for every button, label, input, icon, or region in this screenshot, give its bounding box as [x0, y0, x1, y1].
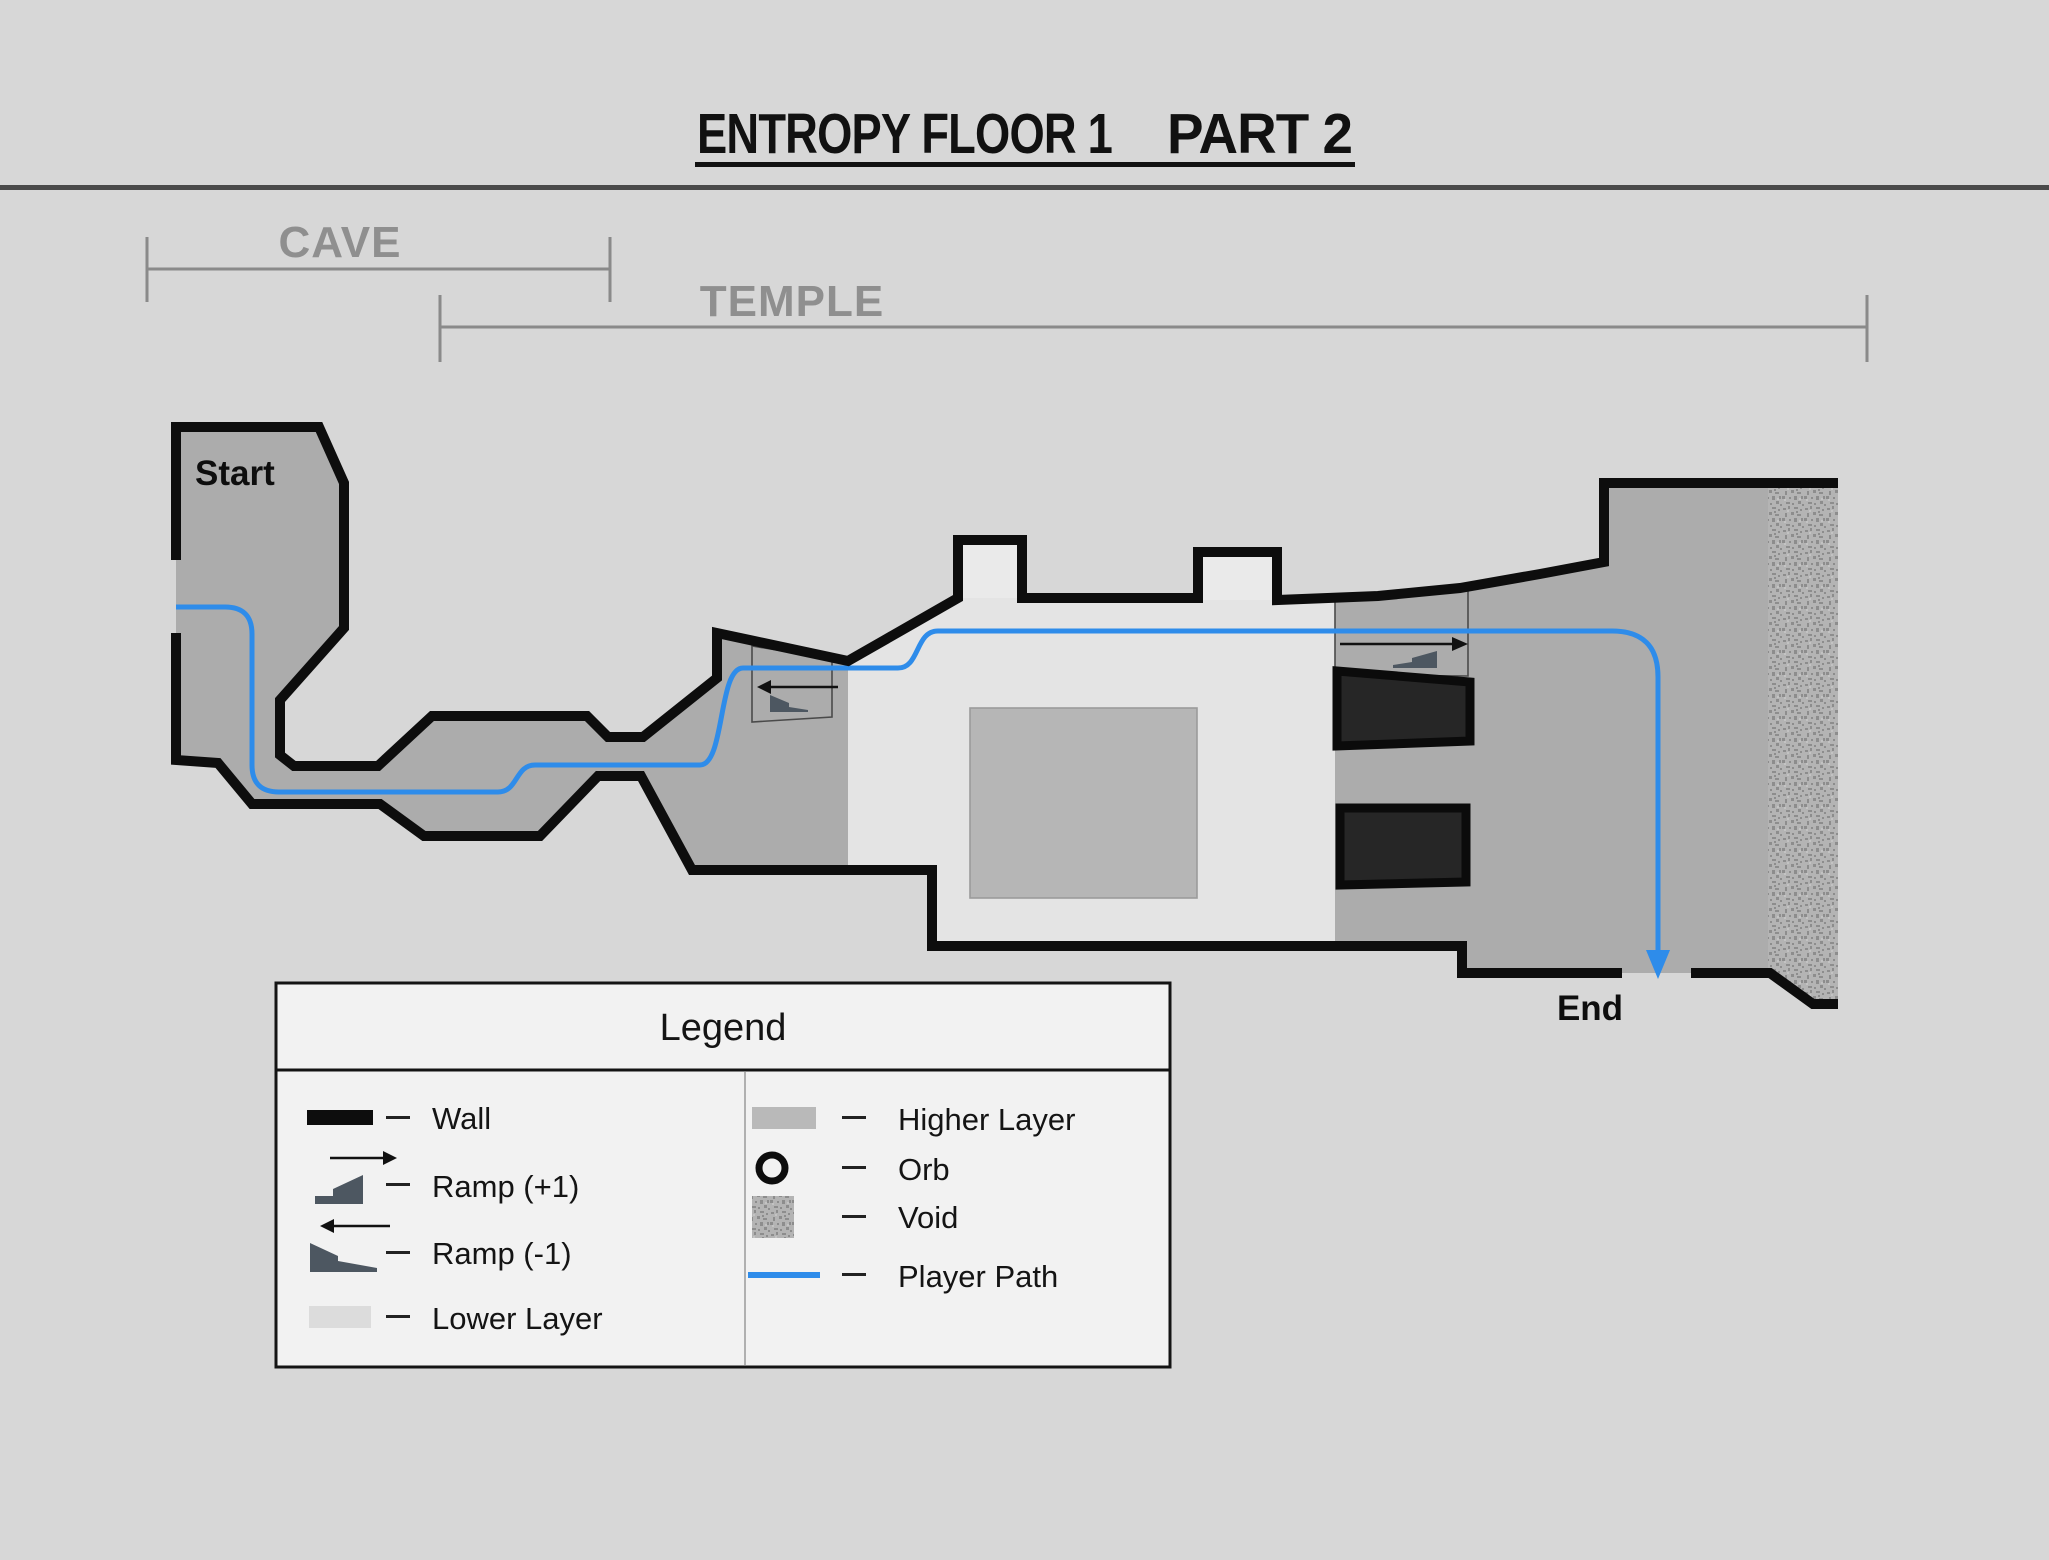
- dark-room-upper: [1332, 666, 1475, 751]
- higher-layer-platform: [969, 707, 1198, 899]
- ramp-up-glyph-icon: [1393, 651, 1437, 668]
- temple-niche-2: [1198, 557, 1277, 600]
- ramp-down-arrow-icon: [757, 680, 838, 694]
- wall-upper-run: [171, 422, 1838, 771]
- svg-text:Ramp (+1): Ramp (+1): [432, 1169, 579, 1204]
- svg-text:Ramp (-1): Ramp (-1): [432, 1236, 572, 1271]
- legend-dash: [842, 1215, 866, 1218]
- legend-dash: [842, 1273, 866, 1276]
- void-swatch-icon: [752, 1196, 794, 1238]
- wall-lower-right-run: [1691, 968, 1838, 1009]
- player-path-swatch-icon: [748, 1272, 820, 1278]
- legend-title: Legend: [660, 1007, 787, 1049]
- legend-dash: [386, 1116, 410, 1119]
- legend-item-void: Void: [752, 1196, 958, 1238]
- legend-dash: [842, 1166, 866, 1169]
- wall-swatch-icon: [307, 1110, 373, 1125]
- ramp-down-arrow-icon: [320, 1219, 390, 1233]
- svg-text:Higher Layer: Higher Layer: [898, 1102, 1075, 1137]
- legend-dash: [386, 1315, 410, 1318]
- player-path: [176, 604, 1670, 979]
- legend-panel: Legend Wall Ramp (+1) Ramp (-1): [274, 981, 1172, 1369]
- legend-item-wall: Wall: [307, 1101, 491, 1136]
- svg-text:Player Path: Player Path: [898, 1259, 1058, 1294]
- ramp-up-arrow-icon: [1340, 637, 1468, 651]
- dark-room-lower: [1335, 803, 1471, 890]
- legend-item-orb: Orb: [755, 1151, 950, 1187]
- void-zone: [1768, 483, 1838, 1004]
- svg-text:Wall: Wall: [432, 1101, 491, 1136]
- region-brackets: [145, 237, 1869, 362]
- legend-dash: [386, 1183, 410, 1186]
- player-path-line: [176, 604, 1661, 952]
- title-underline: [695, 162, 1355, 167]
- svg-text:Orb: Orb: [898, 1152, 950, 1187]
- header-separator-line: [0, 185, 2049, 190]
- walls: [171, 422, 1838, 1009]
- temple-region-label: TEMPLE: [700, 277, 884, 326]
- dark-rooms: [1332, 666, 1475, 890]
- ramp-up-glyph-icon: [315, 1175, 363, 1204]
- legend-item-lower-layer: Lower Layer: [309, 1301, 603, 1336]
- player-path-arrowhead-icon: [1646, 950, 1670, 979]
- orb-icon: [755, 1151, 789, 1185]
- wall-lower-run: [171, 633, 1622, 978]
- temple-bracket: [438, 295, 1869, 362]
- legend-dash: [842, 1116, 866, 1119]
- map-fills: [176, 427, 1838, 1004]
- ramp-down-glyph-icon: [770, 695, 808, 712]
- end-label: End: [1557, 989, 1623, 1028]
- legend-frame: [274, 981, 1172, 1369]
- ramp-down-glyph-icon: [310, 1243, 377, 1272]
- legend-item-ramp-down: Ramp (-1): [310, 1219, 572, 1272]
- legend-dash: [386, 1251, 410, 1254]
- legend-item-higher-layer: Higher Layer: [752, 1102, 1075, 1137]
- temple-niche-1: [958, 545, 1022, 598]
- svg-text:Lower Layer: Lower Layer: [432, 1301, 603, 1336]
- higher-layer-swatch-icon: [752, 1107, 816, 1129]
- start-label: Start: [195, 454, 275, 493]
- svg-text:Void: Void: [898, 1200, 958, 1235]
- legend-item-player-path: Player Path: [748, 1259, 1058, 1294]
- ramp-up-arrow-icon: [330, 1151, 397, 1165]
- lower-layer-swatch-icon: [309, 1306, 371, 1328]
- ramp-zones: [751, 589, 1469, 723]
- legend-item-ramp-up: Ramp (+1): [315, 1151, 579, 1204]
- cave-bracket: [145, 237, 612, 302]
- cave-region-label: CAVE: [279, 218, 402, 267]
